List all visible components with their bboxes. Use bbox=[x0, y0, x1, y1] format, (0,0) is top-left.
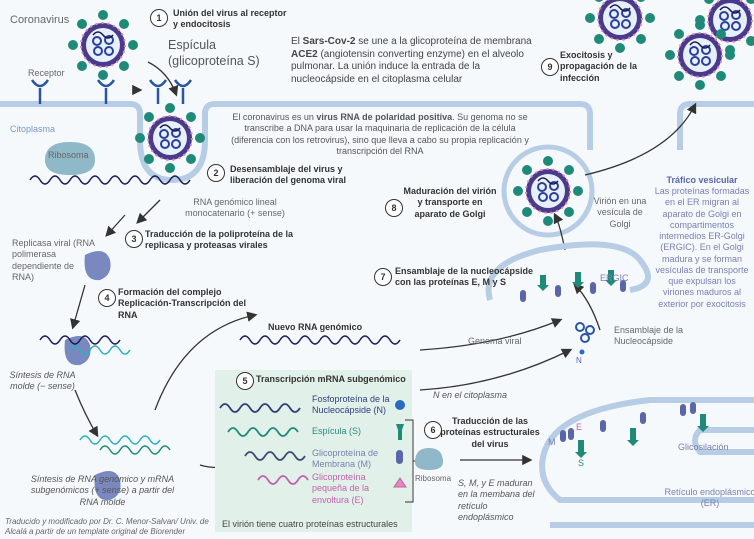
genoma-viral-label: Genoma viral bbox=[468, 336, 522, 346]
step-4-text: Formación del complejo Replicación-Trans… bbox=[118, 287, 247, 320]
sintesis-molde-label: Síntesis de RNA molde (− sense) bbox=[9, 370, 76, 392]
step-8-text: Maduración del virión y transporte en ap… bbox=[403, 186, 497, 219]
step-5-badge: 5 bbox=[236, 372, 254, 390]
spike-protein-icon bbox=[396, 424, 404, 440]
receptor-label: Receptor bbox=[28, 68, 65, 78]
box5-item-m: Glicoproteína de Membrana (M) bbox=[312, 448, 379, 470]
ergic-label: ERGIC bbox=[600, 273, 629, 283]
step-9-text: Exocitosis y propagación de la infección bbox=[560, 50, 638, 83]
ribosome-icon bbox=[45, 142, 95, 175]
nucleocapsid-protein-icon bbox=[395, 400, 405, 410]
ribosome2-icon bbox=[415, 448, 443, 470]
sars-info-text: El Sars-Cov-2 se une a la glicoproteína … bbox=[291, 36, 532, 85]
m-label: M bbox=[548, 437, 556, 447]
step-3-badge: 3 bbox=[125, 230, 143, 248]
step-1-badge: 1 bbox=[150, 9, 168, 27]
n-citoplasma-label: N en el citoplasma bbox=[433, 390, 508, 400]
released-virus-icon bbox=[664, 19, 736, 91]
nuevo-rna-label: Nuevo RNA genómico bbox=[268, 322, 363, 332]
rna-info-text: El coronavirus es un virus RNA de polari… bbox=[231, 112, 529, 156]
replicasa-label: Replicasa viral (RNA polimerasa dependie… bbox=[12, 238, 95, 282]
new-genomic-rna bbox=[239, 335, 401, 345]
receptors bbox=[30, 79, 193, 104]
coronavirus-icon bbox=[67, 9, 139, 81]
ensamblaje-nc-label: Ensamblaje de la Nucleocápside bbox=[614, 325, 684, 347]
replicase-complex-icon bbox=[64, 336, 91, 366]
s-label: S bbox=[578, 458, 585, 468]
endoplasmic-reticulum bbox=[539, 397, 754, 528]
glicosilacion-label: Glicosilación bbox=[678, 442, 729, 452]
step-9-badge: 9 bbox=[541, 58, 559, 76]
step-5-text: Transcripción mRNA subgenómico bbox=[256, 374, 406, 384]
sintesis-genomico-label: Síntesis de RNA genómico y mRNA subgenóm… bbox=[30, 474, 175, 507]
step-2-badge: 2 bbox=[207, 164, 225, 182]
envelope-protein-icon bbox=[393, 477, 407, 488]
nucleocapsid-assembly-icon bbox=[575, 322, 595, 343]
step-7-badge: 7 bbox=[374, 268, 392, 286]
rna-genomico-label: RNA genómico lineal monocatenario (+ sen… bbox=[185, 197, 285, 219]
box5-item-n: Fosfoproteína de la Nucleocápside (N) bbox=[312, 394, 390, 416]
reticulo-label: Retículo endoplásmico (ER) bbox=[664, 487, 754, 509]
step-4-badge: 4 bbox=[98, 289, 116, 307]
endocytosed-virus-icon bbox=[134, 102, 206, 174]
virion-vesicula-label: Virión en una vesícula de Golgi bbox=[593, 196, 647, 229]
e-label: E bbox=[576, 422, 583, 432]
box5-footer: El virión tiene cuatro proteínas estruct… bbox=[222, 519, 398, 529]
ergic bbox=[485, 241, 651, 301]
step-6-text: Traducción de las proteínas estructurale… bbox=[440, 416, 540, 449]
espicula-label: Espícula(glicoproteína S) bbox=[168, 38, 260, 68]
trafico-body: Las proteínas formadas en el ER migran a… bbox=[654, 186, 750, 309]
step-7-text: Ensamblaje de la nucleocápside con las p… bbox=[395, 266, 534, 288]
trafico-title: Tráfico vesicular bbox=[666, 175, 738, 185]
golgi-virion-icon bbox=[512, 155, 584, 227]
replicase-icon bbox=[84, 251, 111, 281]
subgenomic-box bbox=[215, 370, 412, 532]
released-virus-icon bbox=[584, 0, 656, 54]
box5-item-s: Espícula (S) bbox=[312, 426, 362, 436]
maduran-label: S, M, y E maduran en la membana del retí… bbox=[458, 478, 535, 522]
step-3-text: Traducción de la poliproteína de la repl… bbox=[145, 229, 294, 251]
genomic-rna-strand bbox=[29, 175, 191, 185]
ribosoma-label: Ribosoma bbox=[48, 150, 89, 160]
step-8-badge: 8 bbox=[385, 199, 403, 217]
coronavirus-label: Coronavirus bbox=[10, 14, 70, 26]
step-1-text: Unión del virus al receptor y endocitosi… bbox=[173, 8, 287, 30]
step-2-text: Desensamblaje del virus y liberación del… bbox=[230, 164, 347, 186]
credit-text: Traducido y modificado por Dr. C. Menor-… bbox=[5, 517, 209, 536]
golgi-vesicle bbox=[501, 144, 595, 238]
membrane-protein-icon bbox=[396, 450, 403, 464]
n-label: N bbox=[576, 356, 582, 365]
box5-item-e: Glicoproteína pequeña de la envoltura (E… bbox=[312, 472, 370, 505]
replicase-synthesis-icon bbox=[94, 471, 121, 501]
step-6-badge: 6 bbox=[424, 421, 442, 439]
citoplasma-label: Citoplasma bbox=[10, 124, 56, 134]
ribosoma2-label: Ribosoma bbox=[415, 474, 452, 483]
